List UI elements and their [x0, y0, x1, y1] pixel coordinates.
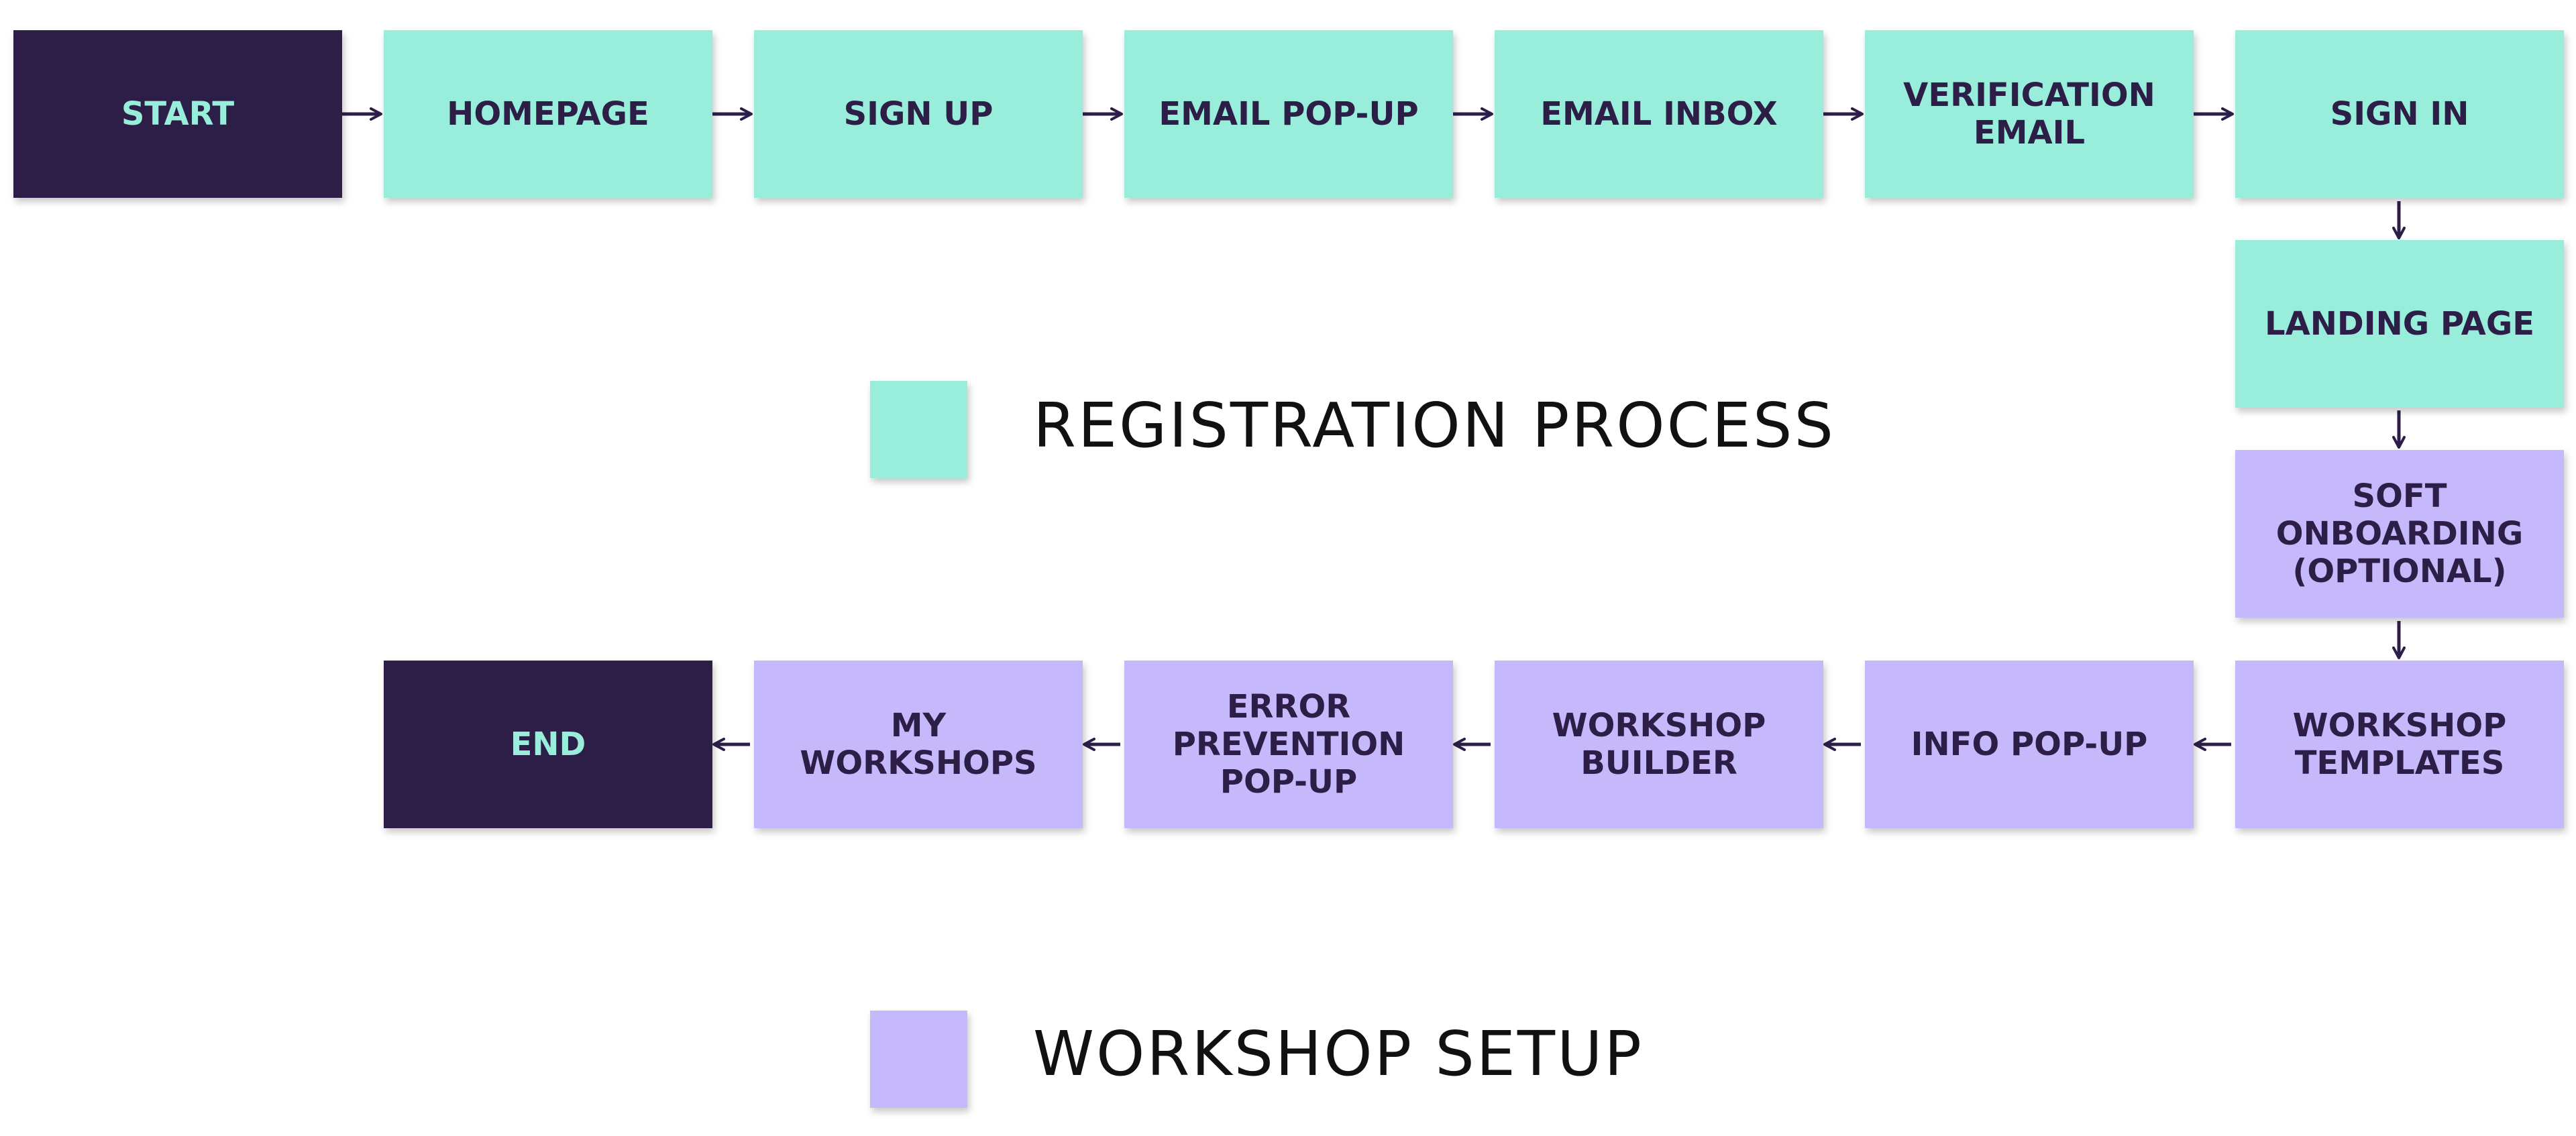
node-soft-onboarding: SOFT ONBOARDING (OPTIONAL) [2235, 450, 2564, 618]
legend-label-registration: REGISTRATION PROCESS [1033, 390, 1835, 461]
node-homepage: HOMEPAGE [384, 30, 712, 198]
node-sign-up-label: SIGN UP [843, 95, 994, 133]
node-start-label: START [121, 95, 235, 133]
node-my-workshops-label: MY WORKSHOPS [800, 707, 1037, 782]
node-workshop-templates-label: WORKSHOP TEMPLATES [2292, 707, 2507, 782]
node-email-popup: EMAIL POP-UP [1124, 30, 1453, 198]
node-email-popup-label: EMAIL POP-UP [1159, 95, 1419, 133]
node-sign-in: SIGN IN [2235, 30, 2564, 198]
node-workshop-builder-label: WORKSHOP BUILDER [1552, 707, 1766, 782]
node-error-prevention-popup-label: ERROR PREVENTION POP-UP [1172, 688, 1405, 801]
legend-swatch-workshop [870, 1011, 967, 1108]
node-homepage-label: HOMEPAGE [447, 95, 649, 133]
node-info-popup-label: INFO POP-UP [1911, 726, 2148, 763]
node-sign-in-label: SIGN IN [2330, 95, 2469, 133]
node-my-workshops: MY WORKSHOPS [754, 661, 1083, 828]
node-start: START [13, 30, 342, 198]
legend-swatch-registration [870, 381, 967, 478]
node-end: END [384, 661, 712, 828]
node-email-inbox-label: EMAIL INBOX [1540, 95, 1778, 133]
node-soft-onboarding-label: SOFT ONBOARDING (OPTIONAL) [2275, 477, 2524, 590]
node-sign-up: SIGN UP [754, 30, 1083, 198]
node-verification-email-label: VERIFICATION EMAIL [1903, 76, 2155, 152]
node-verification-email: VERIFICATION EMAIL [1865, 30, 2194, 198]
node-workshop-builder: WORKSHOP BUILDER [1495, 661, 1823, 828]
node-landing-page-label: LANDING PAGE [2265, 305, 2534, 343]
legend-label-workshop: WORKSHOP SETUP [1033, 1018, 1644, 1090]
node-landing-page: LANDING PAGE [2235, 240, 2564, 408]
node-workshop-templates: WORKSHOP TEMPLATES [2235, 661, 2564, 828]
node-end-label: END [510, 726, 586, 763]
node-error-prevention-popup: ERROR PREVENTION POP-UP [1124, 661, 1453, 828]
node-email-inbox: EMAIL INBOX [1495, 30, 1823, 198]
node-info-popup: INFO POP-UP [1865, 661, 2194, 828]
